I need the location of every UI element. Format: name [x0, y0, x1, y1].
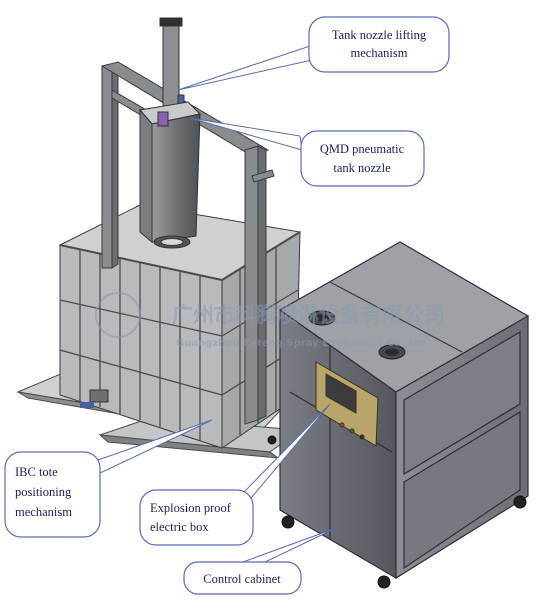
callout-label-line: Explosion proof [150, 501, 232, 515]
callout-bubble [300, 130, 425, 187]
callout-label-line: IBC tote [15, 465, 58, 479]
callout-bubble [183, 561, 302, 595]
callout-tank-nozzle-lifting: Tank nozzle lifting mechanism [308, 16, 450, 73]
callout-label-line: tank nozzle [333, 161, 391, 175]
callout-ibc-tote: IBC tote positioning mechanism [4, 451, 101, 538]
callout-label-line: positioning [15, 485, 72, 499]
watermark: 广州市科腾喷淋设备有限公司 Guangzhou Keteng Spray Equ… [95, 292, 445, 349]
callout-bubble [4, 451, 101, 538]
callout-bubble [139, 489, 254, 546]
watermark-en: Guangzhou Keteng Spray Equipment Co.,Ltd [176, 338, 427, 349]
callout-label-line: Control cabinet [203, 572, 281, 586]
callout-bubble [308, 16, 450, 73]
callout-leaders [97, 43, 337, 577]
control-cabinet-body [278, 241, 530, 580]
lifting-cylinder [159, 17, 185, 118]
callout-label-line: Tank nozzle lifting [332, 28, 427, 42]
callout-explosion-proof: Explosion proof electric box [139, 489, 254, 546]
callout-qmd-pneumatic: QMD pneumatic tank nozzle [300, 130, 425, 187]
cabinet-fans [308, 310, 406, 360]
callout-label-line: mechanism [15, 505, 72, 519]
callout-label-line: QMD pneumatic [320, 142, 405, 156]
callout-label-line: mechanism [351, 46, 408, 60]
cabinet-casters [267, 435, 527, 589]
callout-label-line: electric box [150, 520, 209, 534]
callout-control-cabinet: Control cabinet [183, 561, 302, 595]
qmd-nozzle-housing [139, 101, 202, 249]
explosion-proof-box [315, 361, 379, 447]
watermark-cn: 广州市科腾喷淋设备有限公司 [172, 303, 445, 327]
tote-valve [80, 389, 109, 408]
